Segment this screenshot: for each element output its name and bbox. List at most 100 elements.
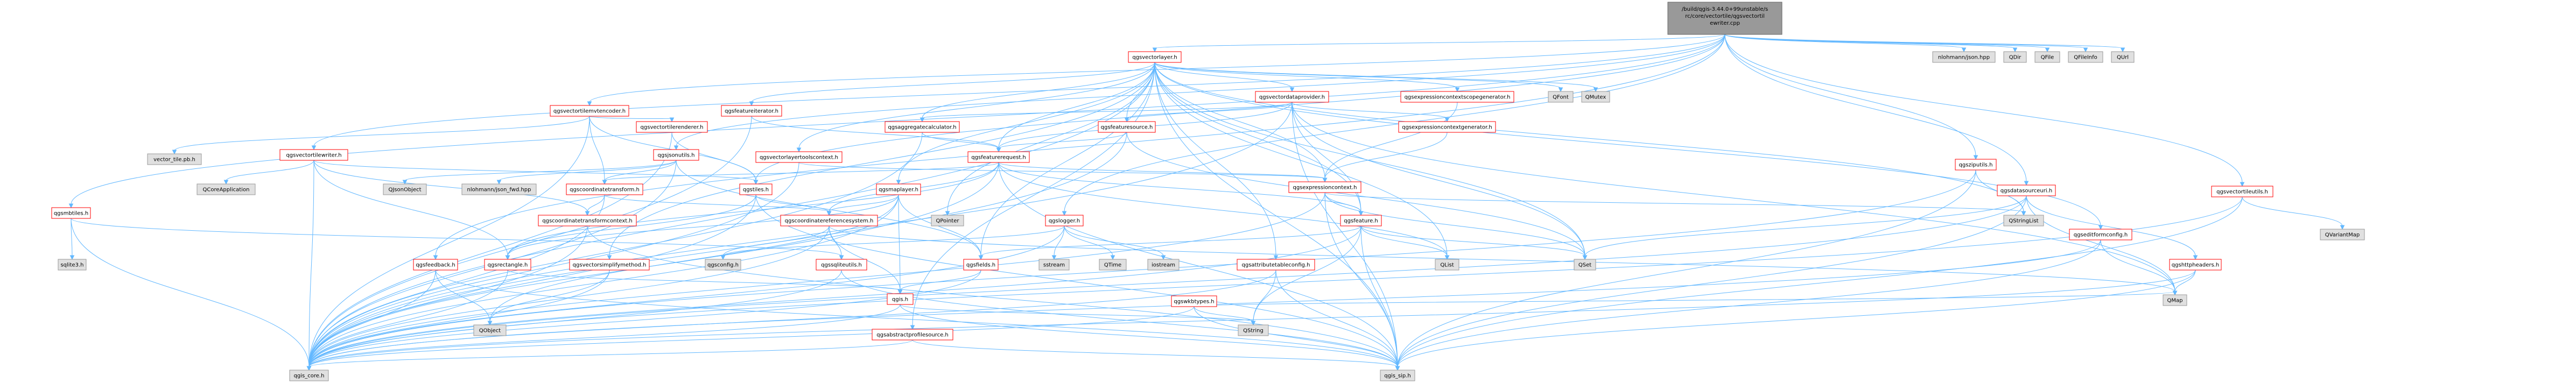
node-qgsaggregatecalculator[interactable]: qgsaggregatecalculator.h (885, 121, 960, 133)
edge-qgsabstractprofilesource-to-qgis_sip (912, 339, 1400, 371)
edge-root-to-qgsmbtiles (68, 34, 1725, 209)
node-qgswkbtypes[interactable]: qgswkbtypes.h (1171, 295, 1217, 307)
node-label: qgsmbtiles.h (54, 211, 88, 217)
node-label: qgsvectortilerenderer.h (641, 125, 704, 131)
node-QFileInfo: QFileInfo (2068, 51, 2103, 63)
edge-qgsexpressioncontext-to-QStringList (1324, 192, 2026, 216)
node-qgsmaplayer[interactable]: qgsmaplayer.h (876, 183, 921, 195)
node-label: QMap (2167, 298, 2183, 304)
node-label: sstream (1043, 263, 1065, 268)
node-label: QDir (2009, 55, 2022, 61)
node-label: qgis_sip.h (1384, 373, 1411, 379)
node-qgis_h[interactable]: qgis.h (887, 293, 914, 305)
node-label: qgsvectorlayer.h (1132, 55, 1177, 61)
node-label: QFont (1553, 95, 1569, 101)
edge-qgsvectortilewriter_h-to-qgis_core (306, 160, 314, 371)
node-label: qgsexpressioncontext.h (1293, 185, 1357, 191)
node-qgsfeatureiterator[interactable]: qgsfeatureiterator.h (721, 105, 782, 117)
edge-qgsvectortilewriter_h-to-qgscoordinatetransformcontext (313, 160, 590, 216)
edge-qgsmaplayer-to-qgscoordinatereferencesystem (826, 194, 899, 216)
node-qgsfeedback[interactable]: qgsfeedback.h (413, 259, 458, 271)
node-label: qgshttpheaders.h (2172, 263, 2219, 268)
node-qgsvectordataprovider[interactable]: qgsvectordataprovider.h (1255, 91, 1329, 103)
node-label: qgsfeatureiterator.h (725, 109, 778, 115)
node-qgsjsonutils[interactable]: qgsjsonutils.h (653, 149, 699, 161)
node-label: QList (1440, 263, 1454, 268)
edge-qgslogger-to-qgsconfig (720, 225, 1065, 260)
node-qgsexpressioncontextgenerator[interactable]: qgsexpressioncontextgenerator.h (1398, 121, 1496, 133)
edge-qgsvectortilemvtencoder-to-qgscoordinatetransform (589, 116, 607, 185)
node-QMap: QMap (2163, 294, 2187, 306)
node-qgsrectangle[interactable]: qgsrectangle.h (484, 259, 531, 271)
node-qgsvectortilerenderer[interactable]: qgsvectortilerenderer.h (636, 121, 708, 133)
edge-qgsvectorlayertoolscontext-to-qgsexpressioncontext (798, 162, 1328, 183)
node-qgsmbtiles[interactable]: qgsmbtiles.h (51, 207, 91, 219)
edge-qgscoordinatereferencesystem-to-QMap (829, 225, 2178, 296)
node-label: QUrl (2117, 55, 2129, 61)
node-label: QTime (1104, 263, 1121, 268)
edge-root-to-qgsvectortileutils (1724, 34, 2245, 187)
node-qgstiles[interactable]: qgstiles.h (739, 183, 773, 195)
node-qgsabstractprofilesource[interactable]: qgsabstractprofilesource.h (872, 329, 953, 341)
edge-qgsmaplayer-to-qgsfields (898, 194, 984, 260)
node-qgsfeaturerequest[interactable]: qgsfeaturerequest.h (967, 151, 1030, 163)
edge-qgsmaplayer-to-qgis_h (897, 194, 903, 295)
node-qgshttpheaders[interactable]: qgshttpheaders.h (2169, 259, 2222, 271)
node-qgsvectorsimplifymethod[interactable]: qgsvectorsimplifymethod.h (569, 259, 650, 271)
node-label: qgsconfig.h (707, 263, 739, 268)
node-qgsexpressioncontext[interactable]: qgsexpressioncontext.h (1288, 181, 1361, 193)
edge-qgsvectorlayer-to-qgsvectorlayertoolscontext (796, 62, 1155, 153)
edge-qgsmbtiles-to-qgis_core (71, 218, 312, 371)
edge-qgsvectortileutils-to-QVariantMap (2242, 196, 2345, 230)
node-qgssqliteutils[interactable]: qgssqliteutils.h (816, 259, 867, 271)
edge-qgsjsonutils-to-qgscoordinatetransform (602, 160, 677, 185)
node-qgsattributetableconfig[interactable]: qgsattributetableconfig.h (1237, 259, 1315, 271)
node-qgsfeaturesource[interactable]: qgsfeaturesource.h (1098, 121, 1156, 133)
node-nlohmann_json_fwd: nlohmann/json_fwd.hpp (461, 183, 537, 195)
node-qgsdatasourceuri[interactable]: qgsdatasourceuri.h (1997, 185, 2056, 196)
node-qgsvectortileutils[interactable]: qgsvectortileutils.h (2211, 186, 2273, 197)
node-label: sqlite3.h (60, 263, 83, 268)
edge-qgsfeature-to-QList (1360, 225, 1450, 260)
edge-qgscoordinatetransform-to-qgscoordinatetransformcontext (585, 194, 605, 216)
node-qgsexpressioncontextscopegenerator[interactable]: qgsexpressioncontextscopegenerator.h (1400, 91, 1514, 103)
node-qgsvectortilemvtencoder[interactable]: qgsvectortilemvtencoder.h (550, 105, 629, 117)
node-QList: QList (1435, 259, 1459, 271)
edge-qgsvectortilewriter_h-to-QCoreApplication (223, 160, 314, 185)
node-qgscoordinatetransform[interactable]: qgscoordinatetransform.h (566, 183, 643, 195)
edge-qgsvectorlayer-to-qgseditformconfig (1154, 62, 2103, 230)
node-label: qgsvectorsimplifymethod.h (573, 263, 647, 268)
edge-qgsvectorlayer-to-qgsvectorsimplifymethod (607, 62, 1155, 260)
edge-qgseditformconfig-to-qgis_sip (1395, 239, 2101, 371)
edge-qgszipitils-to-qgis_sip (1395, 169, 1976, 371)
node-qgscoordinatereferencesystem[interactable]: qgscoordinatereferencesystem.h (780, 215, 878, 226)
node-QUrl: QUrl (2111, 51, 2135, 63)
node-label: QJsonObject (388, 187, 421, 193)
node-qgsvectorlayer[interactable]: qgsvectorlayer.h (1128, 51, 1182, 63)
edge-qgsfields-to-qgis_core (306, 270, 981, 371)
node-qgszipitils[interactable]: qgsziputils.h (1955, 159, 1997, 171)
edge-qgis_h-to-qgis_sip (900, 304, 1400, 371)
edge-qgsvectortilemvtencoder-to-qgsvectortilerenderer (589, 116, 675, 123)
edge-qgsvectorlayer-to-qgsfeaturerequest (996, 62, 1155, 153)
edge-qgsvectorlayer-to-qgsfeatureiterator (749, 62, 1155, 107)
edge-qgscoordinatetransformcontext-to-qgis_sip (587, 225, 1400, 371)
node-qgsvectorlayertoolscontext[interactable]: qgsvectorlayertoolscontext.h (755, 151, 843, 163)
edge-root-to-qgslogger (1062, 34, 1725, 216)
node-qgsvectortilewriter_h[interactable]: qgsvectortilewriter.h (279, 149, 348, 161)
node-label: qgsfeaturerequest.h (971, 155, 1026, 161)
node-QPointer: QPointer (931, 215, 964, 226)
node-QStringList: QStringList (2003, 215, 2044, 226)
node-qgsfeature[interactable]: qgsfeature.h (1340, 215, 1382, 226)
node-QJsonObject: QJsonObject (383, 183, 427, 195)
node-qgslogger[interactable]: qgslogger.h (1045, 215, 1084, 226)
node-qgsfields[interactable]: qgsfields.h (963, 259, 999, 271)
edge-qgsvectordataprovider-to-qgsexpressioncontextgenerator (1291, 102, 1450, 123)
node-qgseditformconfig[interactable]: qgseditformconfig.h (2069, 229, 2132, 240)
node-label: qgscoordinatereferencesystem.h (785, 218, 874, 224)
node-label: iostream (1152, 263, 1175, 268)
node-qgscoordinatetransformcontext[interactable]: qgscoordinatetransformcontext.h (538, 215, 637, 226)
edge-qgsvectortileutils-to-qgis_sip (1395, 196, 2243, 371)
edge-root-to-QDir (1724, 34, 2018, 53)
node-label: qgsvectortilemvtencoder.h (553, 109, 626, 115)
